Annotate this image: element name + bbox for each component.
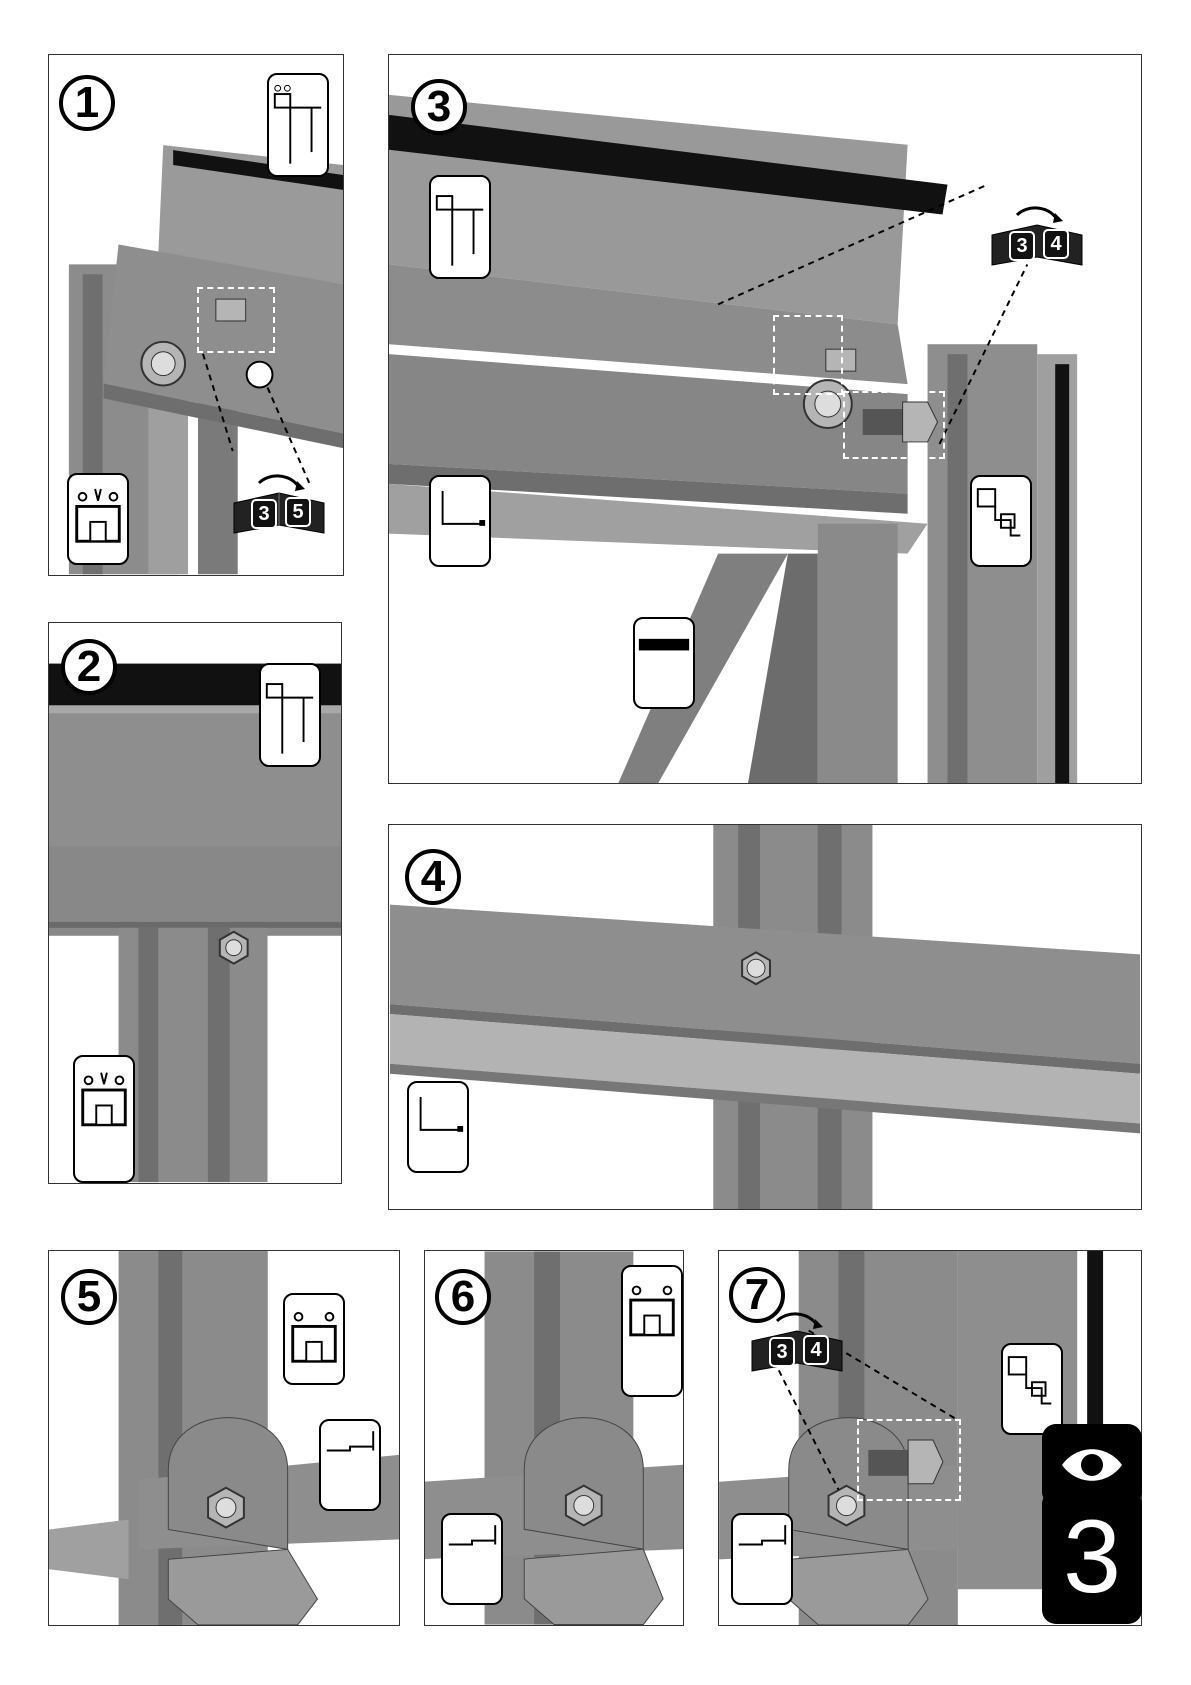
profile-section-icon bbox=[73, 1055, 135, 1183]
step-panel-1: 1 3 5 bbox=[48, 54, 344, 576]
step-panel-6: 6 bbox=[424, 1250, 684, 1626]
step-3-illustration bbox=[389, 55, 1141, 783]
step-number-badge: 4 bbox=[405, 849, 461, 905]
profile-section-icon bbox=[319, 1419, 381, 1511]
step-number-badge: 2 bbox=[61, 639, 117, 695]
manual-book-icon: 3 5 bbox=[229, 473, 329, 539]
profile-section-icon bbox=[1001, 1343, 1063, 1435]
profile-section-icon bbox=[429, 175, 491, 279]
adjustment-highlight bbox=[197, 287, 275, 353]
step-number-badge: 3 bbox=[411, 79, 467, 135]
step-panel-2: 2 bbox=[48, 622, 342, 1184]
book-page-right: 5 bbox=[285, 497, 311, 527]
profile-section-icon bbox=[267, 73, 329, 177]
step-number-badge: 1 bbox=[59, 75, 115, 131]
step-panel-3: 3 3 4 bbox=[388, 54, 1142, 784]
adjustment-highlight bbox=[857, 1419, 961, 1501]
profile-section-icon bbox=[407, 1081, 469, 1173]
profile-section-icon bbox=[283, 1293, 345, 1385]
step-panel-4: 4 bbox=[388, 824, 1142, 1210]
page-number: 3 bbox=[1042, 1490, 1142, 1624]
profile-section-icon bbox=[259, 663, 321, 767]
manual-book-icon: 3 4 bbox=[987, 205, 1087, 271]
profile-section-icon bbox=[621, 1265, 683, 1397]
step-4-illustration bbox=[389, 825, 1141, 1209]
step-number-badge: 7 bbox=[729, 1267, 785, 1323]
profile-section-icon bbox=[67, 473, 129, 565]
profile-section-icon bbox=[731, 1513, 793, 1605]
profile-section-icon bbox=[429, 475, 491, 567]
adjustment-highlight bbox=[843, 391, 945, 459]
profile-section-icon bbox=[633, 617, 695, 709]
adjustment-highlight bbox=[773, 315, 843, 395]
profile-section-icon bbox=[970, 475, 1032, 567]
book-page-left: 3 bbox=[1009, 231, 1035, 261]
book-page-right: 4 bbox=[803, 1335, 829, 1365]
step-number-badge: 6 bbox=[435, 1269, 491, 1325]
book-page-right: 4 bbox=[1043, 229, 1069, 259]
profile-section-icon bbox=[441, 1513, 503, 1605]
step-panel-5: 5 bbox=[48, 1250, 400, 1626]
step-number-badge: 5 bbox=[61, 1269, 117, 1325]
book-page-left: 3 bbox=[769, 1337, 795, 1367]
book-page-left: 3 bbox=[251, 499, 277, 529]
